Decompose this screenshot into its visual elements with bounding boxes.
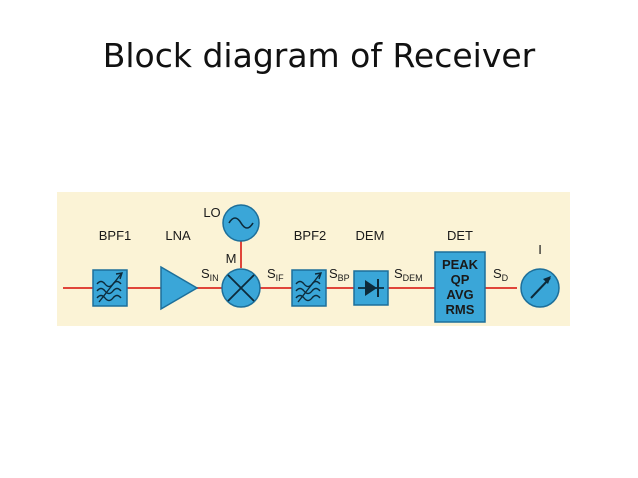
bpf2-filter-block (291, 269, 327, 307)
label-lo: LO (203, 205, 220, 220)
bpf1-filter-block (92, 269, 128, 307)
lna-amplifier-icon (160, 265, 199, 311)
meter-gauge-icon (520, 268, 560, 308)
lo-oscillator-icon (222, 204, 260, 242)
label-dem: DEM (356, 228, 385, 243)
detector-mode-avg: AVG (446, 287, 473, 302)
detector-mode-qp: QP (451, 272, 470, 287)
label-bpf1: BPF1 (99, 228, 132, 243)
signal-label-s-if: SIF (267, 266, 284, 283)
page-title: Block diagram of Receiver (102, 36, 536, 75)
detector-box (434, 251, 486, 323)
signal-label-s-d: SD (493, 266, 509, 283)
detector-mode-rms: RMS (446, 302, 475, 317)
label-bpf2: BPF2 (294, 228, 327, 243)
signal-label-s-bp: SBP (329, 266, 350, 283)
mixer-icon (221, 268, 261, 308)
demodulator-diode-icon (353, 270, 389, 306)
label-det: DET (447, 228, 473, 243)
label-lna: LNA (165, 228, 191, 243)
signal-label-s-in: SIN (201, 266, 219, 283)
receiver-block-diagram: PEAK QP AVG RMS BPF1 LNA LO M BPF2 DEM D… (63, 204, 560, 323)
label-meter: I (538, 242, 542, 257)
diagram-panel: PEAK QP AVG RMS BPF1 LNA LO M BPF2 DEM D… (57, 192, 570, 326)
signal-label-s-dem: SDEM (394, 266, 423, 283)
detector-mode-peak: PEAK (442, 257, 479, 272)
label-mixer: M (226, 251, 237, 266)
